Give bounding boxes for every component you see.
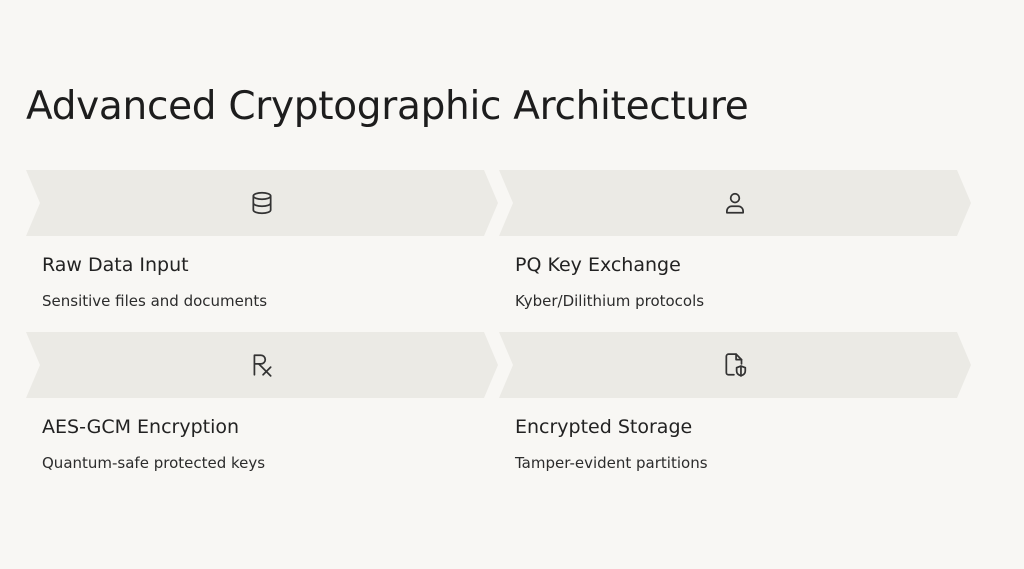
database-icon: [249, 190, 275, 216]
step-heading: PQ Key Exchange: [515, 254, 681, 276]
step-description: Quantum-safe protected keys: [42, 454, 266, 472]
step-banner: [26, 170, 498, 236]
step-aes-gcm-encryption: AES-GCM Encryption Quantum-safe protecte…: [26, 332, 498, 502]
user-icon: [722, 190, 748, 216]
step-banner: [26, 332, 498, 398]
chevron-banner-shape: [499, 332, 971, 398]
step-heading: AES-GCM Encryption: [42, 416, 240, 438]
step-encrypted-storage: Encrypted Storage Tamper-evident partiti…: [499, 332, 971, 502]
step-description: Kyber/Dilithium protocols: [515, 292, 705, 310]
step-pq-key-exchange: PQ Key Exchange Kyber/Dilithium protocol…: [499, 170, 971, 340]
step-raw-data-input: Raw Data Input Sensitive files and docum…: [26, 170, 498, 340]
step-banner: [499, 332, 971, 398]
step-heading: Raw Data Input: [42, 254, 189, 276]
step-description: Tamper-evident partitions: [515, 454, 708, 472]
page-title: Advanced Cryptographic Architecture: [26, 84, 749, 129]
step-heading: Encrypted Storage: [515, 416, 693, 438]
chevron-banner-shape: [26, 332, 498, 398]
file-shield-icon: [722, 352, 748, 378]
prescription-icon: [249, 352, 275, 378]
step-description: Sensitive files and documents: [42, 292, 268, 310]
chevron-banner-shape: [26, 170, 498, 236]
step-banner: [499, 170, 971, 236]
